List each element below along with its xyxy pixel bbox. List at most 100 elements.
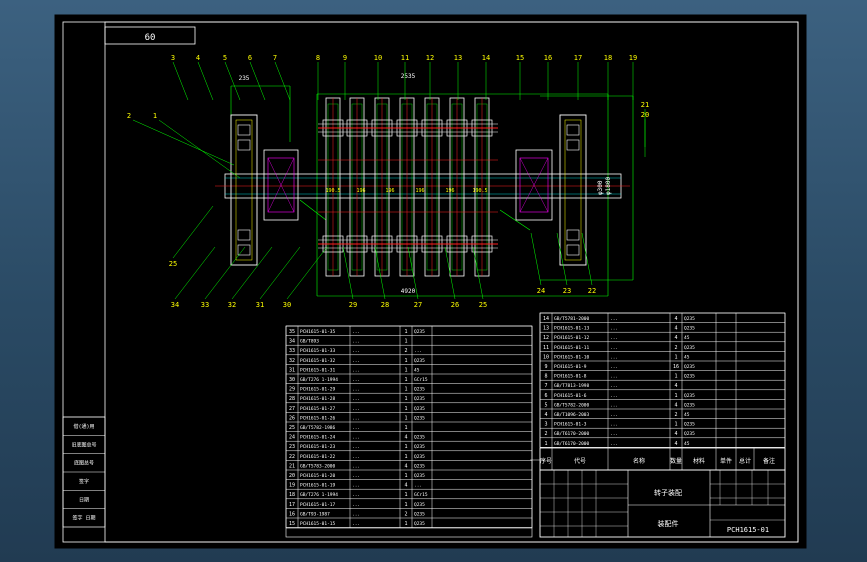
leader [499, 209, 531, 231]
bom-right-qty-5: 4 [674, 402, 677, 408]
bom-left-mat-31: 45 [414, 367, 420, 373]
bom-left-no-18: 18 [289, 492, 295, 498]
bom-right-no-2: 2 [544, 431, 547, 437]
bom-right-mat-3: Q235 [684, 422, 695, 428]
bom-left-code-22: PCH1615-01-22 [300, 454, 336, 460]
bom-header-7: 备注 [763, 457, 775, 465]
bom-left-mat-33: ... [414, 349, 422, 354]
bom-right-qty-4: 2 [674, 412, 677, 418]
bom-left-no-17: 17 [289, 502, 295, 508]
bom-right-no-4: 4 [544, 412, 547, 418]
bom-left-mat-28: Q235 [414, 396, 425, 402]
strip-label-4: 日期 [79, 497, 89, 503]
bom-right-no-14: 14 [543, 316, 549, 322]
callout-top-13: 13 [454, 54, 462, 62]
pulley-groove [237, 124, 251, 136]
bom-right-mat-11: Q235 [684, 345, 695, 351]
right-bearing-housing [515, 149, 553, 221]
bom-left-qty-20: 1 [404, 473, 407, 479]
dimension-top-mid: 2535 [401, 73, 416, 80]
bom-left-name-22: ... [352, 455, 360, 460]
callout-top-4: 4 [196, 54, 200, 62]
bom-left-qty-35: 1 [404, 329, 407, 335]
bom-right-name-5: ... [610, 403, 618, 408]
callout-top-5: 5 [223, 54, 227, 62]
callout-leader [172, 61, 189, 101]
callout-bottom-33-2: 33 [201, 301, 209, 309]
bom-header-6: 总计 [739, 457, 751, 465]
callout-top-11: 11 [401, 54, 409, 62]
bom-right-mat-6: Q235 [684, 393, 695, 399]
callout-top-9: 9 [343, 54, 347, 62]
bom-left-mat-23: Q235 [414, 444, 425, 450]
bom-left-mat-24: Q235 [414, 435, 425, 441]
callout-top-10: 10 [374, 54, 382, 62]
bom-left-no-35: 35 [289, 329, 295, 335]
bom-left-mat-15: Q235 [414, 521, 425, 527]
bom-left-qty-23: 1 [404, 444, 407, 450]
bom-left-name-27: ... [352, 407, 360, 412]
bom-left-mat-16: Q235 [414, 511, 425, 517]
bom-left-name-35: ... [352, 330, 360, 335]
bom-right-no-5: 5 [544, 402, 547, 408]
callout-leader [581, 232, 593, 286]
drawing-sheet [54, 14, 807, 549]
bom-right-qty-7: 4 [674, 383, 677, 389]
bom-left-name-16: ... [352, 512, 360, 517]
bom-right-no-9: 9 [544, 364, 547, 370]
callout-bottom-28-7: 28 [381, 301, 389, 309]
bom-right-name-3: ... [610, 423, 618, 428]
bom-left-no-28: 28 [289, 396, 295, 402]
bom-right-mat-8: Q235 [684, 374, 695, 380]
bom-right-qty-2: 4 [674, 431, 677, 437]
pulley-groove [566, 229, 580, 241]
right-pulley [559, 114, 587, 266]
left-pulley [230, 114, 258, 266]
bom-left-no-29: 29 [289, 387, 295, 393]
right-dimension-0: φ300 [597, 180, 604, 195]
bom-right-no-12: 12 [543, 335, 549, 341]
callout-leader [172, 205, 214, 259]
bom-right-no-13: 13 [543, 326, 549, 332]
bom-left-name-26: ... [352, 416, 360, 421]
bom-right-code-9: PCH1615-01-9 [554, 364, 587, 370]
callout-leader [158, 119, 241, 179]
bom-left-mat-18: GCr15 [414, 492, 428, 498]
bom-left-no-22: 22 [289, 454, 295, 460]
callout-leader [197, 61, 214, 101]
bom-right-name-10: ... [610, 355, 618, 360]
dimension-bottom: 4920 [401, 288, 416, 295]
callout-leader [342, 246, 354, 300]
bom-left-mat-35: Q235 [414, 329, 425, 335]
bom-right-mat-5: Q235 [684, 402, 695, 408]
bom-right-qty-12: 4 [674, 335, 677, 341]
bom-left-qty-19: 4 [404, 483, 407, 489]
callout-leader [224, 61, 241, 101]
callout-top-12: 12 [426, 54, 434, 62]
bom-right-qty-13: 4 [674, 326, 677, 332]
callout-leader [444, 246, 456, 300]
strip-label-2: 底图总号 [74, 460, 94, 467]
bom-left-no-32: 32 [289, 358, 295, 364]
bom-left-code-29: PCH1615-01-29 [300, 387, 336, 393]
bom-left-code-34: GB/T893 [300, 339, 319, 345]
bom-left-no-23: 23 [289, 444, 295, 450]
callout-leader [231, 246, 273, 300]
bom-left-no-26: 26 [289, 415, 295, 421]
callout-leader [472, 246, 484, 300]
bom-left-code-23: PCH1615-01-23 [300, 444, 336, 450]
right-pulley-inner [564, 119, 582, 261]
bom-right-code-3: PCH1615-01-3 [554, 422, 587, 428]
bom-right-name-14: ... [610, 317, 618, 322]
bom-right-mat-10: 45 [684, 354, 690, 360]
callout-bottom-32-3: 32 [228, 301, 236, 309]
bom-left-qty-17: 1 [404, 502, 407, 508]
strip-label-5: 签字 日期 [72, 515, 95, 522]
callout-top-19: 19 [629, 54, 637, 62]
inner-frame [104, 21, 799, 543]
bom-right-qty-6: 1 [674, 393, 677, 399]
bom-left-qty-32: 1 [404, 358, 407, 364]
bom-left-qty-33: 2 [404, 348, 407, 354]
